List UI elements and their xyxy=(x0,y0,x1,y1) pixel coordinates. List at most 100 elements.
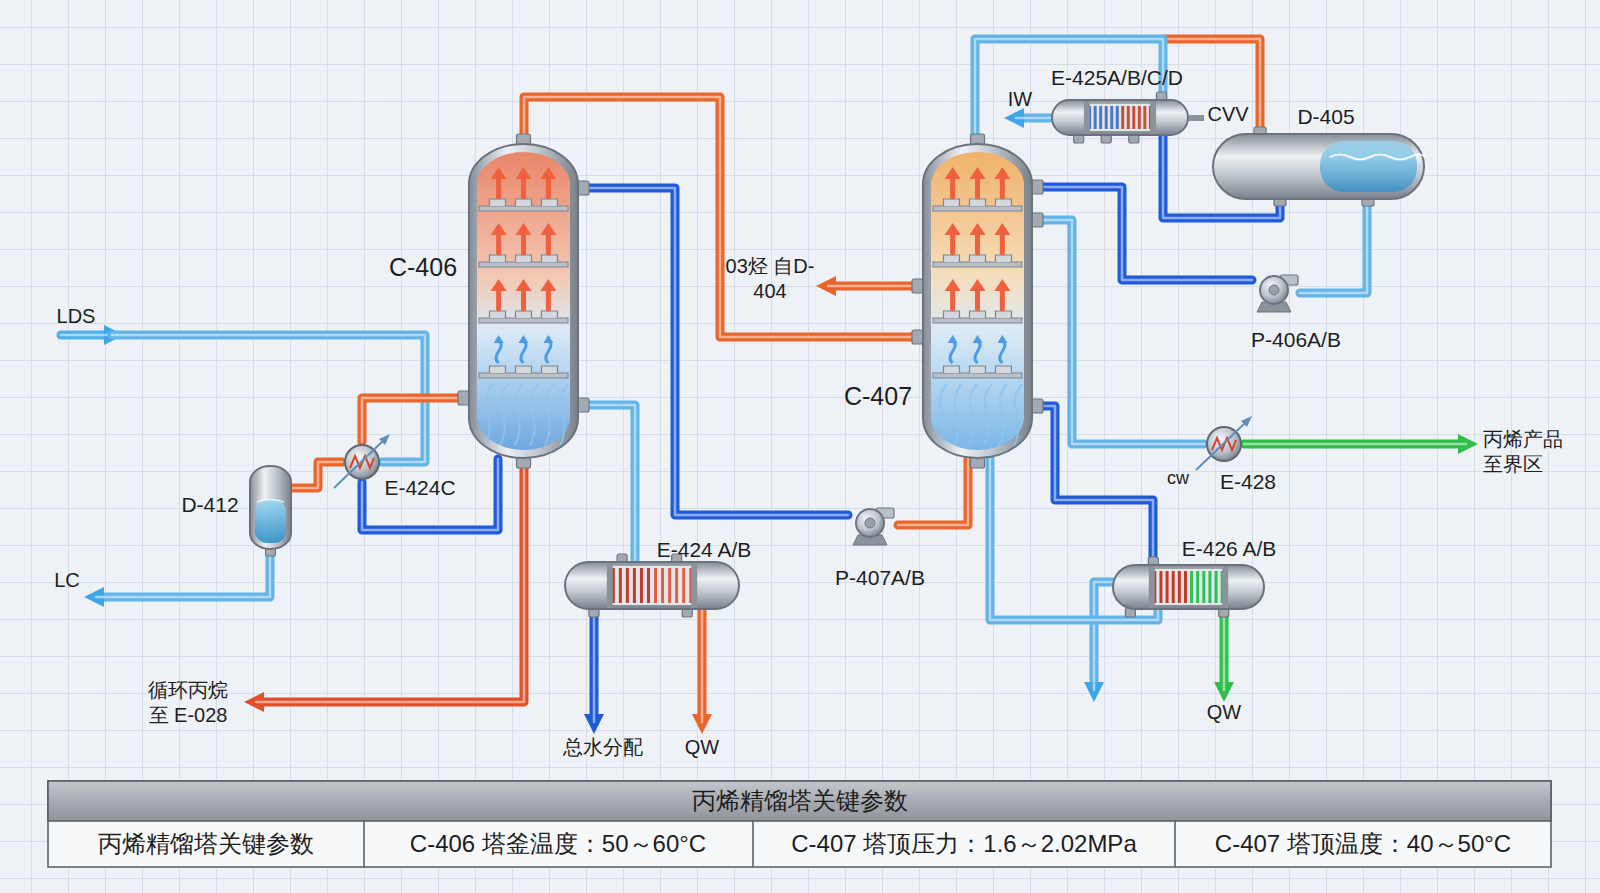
reflux-drum: D-405 xyxy=(1212,133,1425,200)
column-vessel-part xyxy=(530,384,538,445)
column-vessel-part xyxy=(970,366,986,373)
stream-pipes-part xyxy=(1220,610,1229,690)
exchanger-shell-part xyxy=(610,566,694,605)
column-vessel-part xyxy=(939,384,947,445)
exchanger-shell-part xyxy=(1143,106,1146,129)
parameter-table-part xyxy=(752,821,754,867)
stream-pipes-part xyxy=(590,610,599,722)
column-vessel-part xyxy=(975,289,980,309)
process-pipe-part xyxy=(362,398,467,442)
column-vessel-part xyxy=(500,384,508,445)
column-vessel-part xyxy=(516,279,532,291)
column-vessel-part xyxy=(1000,341,1005,363)
horizontal-drum xyxy=(1212,133,1425,200)
parameter-table-part xyxy=(1174,821,1176,867)
exchanger-shell-part xyxy=(1113,565,1264,609)
column-vessel-part xyxy=(479,262,568,267)
column-vessel-part xyxy=(984,384,992,445)
stream-pipes-part xyxy=(1094,582,1112,690)
stream-pipes-part xyxy=(593,610,596,722)
process-pipe-part xyxy=(580,405,635,561)
column-vessel-part xyxy=(519,335,529,343)
stream-pipes-part xyxy=(1223,610,1226,690)
stream-label: CVV xyxy=(1207,102,1248,127)
horizontal-drum-part xyxy=(1213,134,1424,199)
stream-pipes-part xyxy=(1189,115,1204,121)
stream-label: LDS xyxy=(57,304,96,329)
exchanger-shell-part xyxy=(1110,106,1113,129)
exchanger-shell-part xyxy=(633,568,636,603)
column-vessel-part xyxy=(490,366,506,373)
column-vessel-part xyxy=(995,199,1011,206)
exchanger-symbol xyxy=(1204,424,1244,464)
table-cell: C-406 塔釜温度：50～60°C xyxy=(410,829,706,859)
exchanger-shell-part xyxy=(1215,571,1218,603)
horizontal-drum-part xyxy=(1330,155,1425,160)
column-vessel-part xyxy=(954,384,962,445)
column-vessel-part xyxy=(933,373,1022,378)
stream-pipes-part xyxy=(96,551,270,597)
table-cell: 丙烯精馏塔关键参数 xyxy=(692,786,908,816)
equipment-tag: E-424 A/B xyxy=(657,538,752,562)
column-vessel-part xyxy=(997,335,1007,343)
process-pipe xyxy=(524,97,921,337)
vertical-drum-part xyxy=(255,500,286,543)
process-pipe xyxy=(293,462,342,488)
stream-label: LC xyxy=(54,568,80,593)
column-vessel-part xyxy=(546,177,551,197)
column-vessel-part xyxy=(521,289,526,309)
product-cooler: E-428 xyxy=(1204,424,1244,464)
equipment-tag: D-412 xyxy=(181,493,238,517)
exchanger-shell-part xyxy=(1152,569,1225,605)
process-pipe-part xyxy=(580,188,848,515)
column-vessel-part xyxy=(975,341,980,363)
exchanger-shell xyxy=(1112,564,1265,610)
process-pipe xyxy=(898,459,968,525)
column-vessel-part xyxy=(975,177,980,197)
exchanger-shell-part xyxy=(1094,106,1097,129)
exchanger-shell-part xyxy=(1222,566,1228,608)
equipment-tag: E-425A/B/C/D xyxy=(1051,66,1183,90)
drum-vessel: D-412 xyxy=(248,464,293,551)
column-vessel-part xyxy=(516,167,532,179)
exchanger-symbol xyxy=(342,442,382,482)
stream-label: 总水分配 xyxy=(563,735,643,760)
horizontal-drum-part xyxy=(1320,141,1417,192)
stream-pipes-part xyxy=(1094,582,1112,690)
table-cell: 丙烯精馏塔关键参数 xyxy=(98,829,314,859)
pump: P-407A/B xyxy=(848,505,898,545)
column-vessel-part xyxy=(1000,233,1005,253)
parameter-table xyxy=(48,781,1551,867)
exchanger-shell-part xyxy=(691,563,697,608)
exchanger-shell-part xyxy=(1084,101,1090,134)
column-vessel-part xyxy=(933,262,1022,267)
column-vessel-part xyxy=(945,167,961,179)
column-vessel-part xyxy=(1014,384,1022,445)
exchanger-shell-part xyxy=(1159,571,1162,603)
vertical-drum xyxy=(248,464,293,551)
column-vessel-part xyxy=(969,384,977,445)
column-vessel-part xyxy=(945,223,961,235)
column-vessel-part xyxy=(540,167,556,179)
column-vessel-part xyxy=(944,366,960,373)
exchanger-shell-part xyxy=(1127,106,1130,129)
process-pipe xyxy=(580,188,848,515)
column-vessel-part xyxy=(1000,289,1005,309)
exchanger-shell-part xyxy=(1087,104,1153,131)
column-vessel-part xyxy=(546,341,551,363)
equipment-tag: E-426 A/B xyxy=(1182,537,1277,561)
column-vessel-part xyxy=(995,311,1011,318)
column-vessel-part xyxy=(944,199,960,206)
process-pipe-part xyxy=(580,405,635,561)
column-vessel-part xyxy=(970,279,986,291)
distillation-column: C-407 xyxy=(921,143,1034,459)
column-vessel-part xyxy=(491,167,507,179)
column-vessel-part xyxy=(973,335,983,343)
exchanger-shell-part xyxy=(565,562,739,609)
exchanger-shell-part xyxy=(1190,571,1193,603)
parameter-table-part xyxy=(363,821,365,867)
exchanger-shell-part xyxy=(619,568,622,603)
exchanger-symbol-part xyxy=(1196,422,1246,470)
exchanger-shell-part xyxy=(668,568,671,603)
